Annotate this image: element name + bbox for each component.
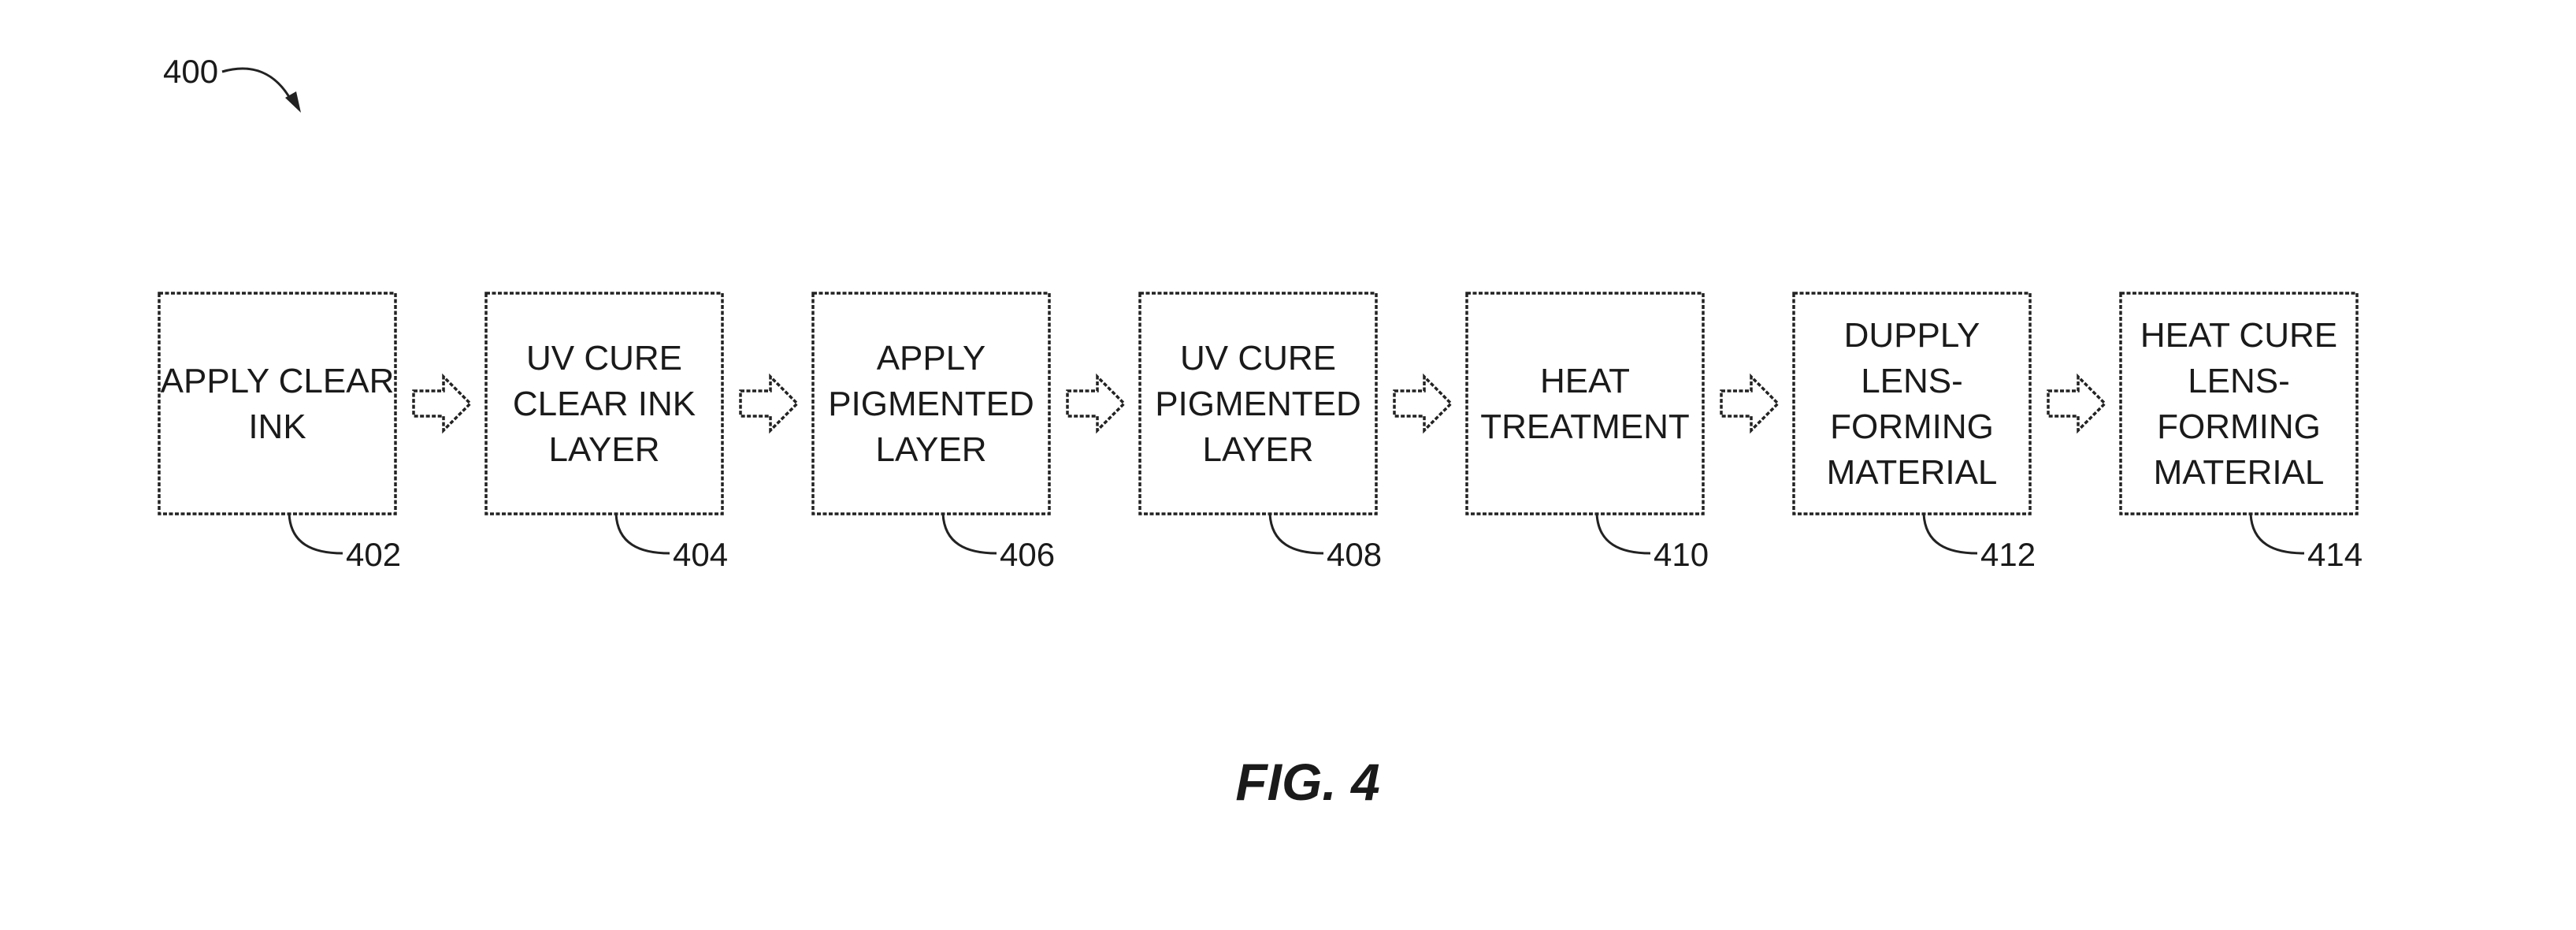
figure-reference-arrow [221, 67, 293, 102]
reference-number-412: 412 [1980, 536, 2036, 573]
figure-reference-number: 400 [163, 53, 218, 90]
step-label-404-line-2: CLEAR INK [513, 385, 696, 423]
flow-arrow-icon [1720, 373, 1780, 434]
step-label-414-line-1: HEAT CURE [2140, 316, 2337, 355]
step-box-404 [484, 292, 724, 515]
step-box-412 [1792, 292, 2032, 515]
flow-arrow-icon [1066, 373, 1127, 434]
step-label-406-line-3: LAYER [875, 430, 986, 469]
step-label-412-line-1: DUPPLY [1844, 316, 1980, 355]
step-box-414 [2119, 292, 2359, 515]
step-label-404-line-1: UV CURE [526, 339, 682, 378]
flow-arrow-icon [2047, 373, 2107, 434]
step-label-402-line-1: APPLY CLEAR [161, 362, 395, 400]
step-label-406-line-2: PIGMENTED [828, 385, 1034, 423]
step-box-406 [811, 292, 1051, 515]
step-label-404-line-3: LAYER [548, 430, 659, 469]
reference-number-408: 408 [1327, 536, 1382, 573]
step-box-410 [1465, 292, 1705, 515]
step-label-414-line-4: MATERIAL [2154, 453, 2325, 492]
step-label-410-line-1: HEAT [1540, 362, 1630, 400]
figure-reference-arrowhead-icon [285, 91, 301, 113]
flow-arrow-icon [412, 373, 473, 434]
figure-caption: FIG. 4 [1235, 753, 1379, 811]
reference-leader-404 [614, 513, 670, 555]
flow-arrow-icon [739, 373, 800, 434]
flow-arrow-icon [1393, 373, 1453, 434]
step-label-410-line-2: TREATMENT [1480, 407, 1690, 446]
step-label-412-line-2: LENS- [1861, 362, 1963, 400]
reference-leader-414 [2249, 513, 2305, 555]
step-label-406-line-1: APPLY [877, 339, 986, 378]
step-box-402 [158, 292, 397, 515]
reference-number-404: 404 [673, 536, 728, 573]
step-label-412-line-3: FORMING [1830, 407, 1994, 446]
step-label-408-line-1: UV CURE [1180, 339, 1336, 378]
reference-number-414: 414 [2307, 536, 2363, 573]
reference-leader-408 [1268, 513, 1324, 555]
step-label-402-line-2: INK [248, 407, 306, 446]
step-label-414-line-2: LENS- [2188, 362, 2290, 400]
step-label-408-line-2: PIGMENTED [1155, 385, 1361, 423]
reference-number-410: 410 [1654, 536, 1709, 573]
step-label-408-line-3: LAYER [1202, 430, 1313, 469]
step-label-412-line-4: MATERIAL [1827, 453, 1998, 492]
reference-number-406: 406 [1000, 536, 1055, 573]
reference-leader-410 [1595, 513, 1651, 555]
reference-leader-406 [941, 513, 997, 555]
step-label-414-line-3: FORMING [2157, 407, 2321, 446]
reference-number-402: 402 [346, 536, 401, 573]
step-box-408 [1138, 292, 1378, 515]
reference-leader-412 [1922, 513, 1978, 555]
reference-leader-402 [288, 513, 343, 555]
